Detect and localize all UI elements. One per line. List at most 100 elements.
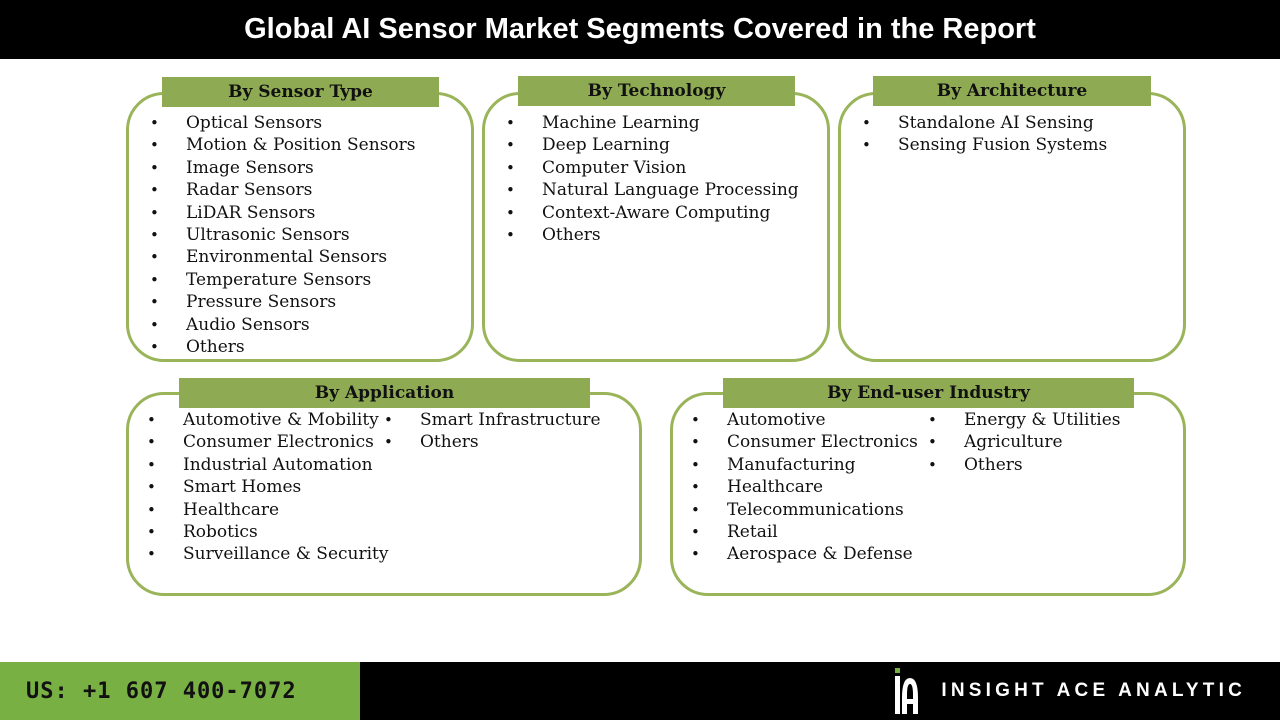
bullet-icon: • [150, 315, 159, 334]
bullet-icon: • [384, 411, 393, 429]
bullet-icon: • [147, 522, 156, 541]
bullet-icon: • [691, 411, 700, 429]
bullet-icon: • [147, 455, 156, 474]
bullet-icon: • [506, 181, 515, 200]
bullet-icon: • [506, 158, 515, 177]
list-item: • Consumer Electronics [691, 431, 918, 453]
list-item-label: Consumer Electronics [727, 432, 918, 453]
technology-box [482, 92, 830, 362]
brand-bar: INSIGHT ACE ANALYTIC [360, 662, 1280, 720]
ia-logo-icon [895, 668, 919, 714]
list-item: • Automotive [691, 409, 918, 431]
application-label: By Application [179, 378, 590, 408]
bullet-icon: • [928, 411, 937, 429]
list-item-label: Retail [727, 521, 778, 542]
list-item: •Robotics [147, 521, 388, 543]
bullet-icon: • [691, 545, 700, 564]
bullet-icon: • [506, 203, 515, 222]
technology-list: •Machine Learning•Deep Learning•Computer… [506, 112, 799, 246]
list-item: • Machine Learning [506, 112, 799, 134]
list-item-label: Others [186, 336, 245, 357]
list-item: •Surveillance & Security [147, 543, 388, 565]
list-item-label: Optical Sensors [186, 113, 323, 133]
bullet-icon: • [862, 114, 871, 132]
technology-label: By Technology [518, 76, 795, 106]
list-item-label: Consumer Electronics [183, 432, 374, 453]
list-item: •Others [928, 454, 1121, 476]
bullet-icon: • [150, 136, 159, 155]
bullet-icon: • [691, 433, 700, 452]
list-item: •Ultrasonic Sensors [150, 224, 416, 246]
list-item: • Computer Vision [506, 157, 799, 179]
list-item-label: Industrial Automation [183, 454, 373, 475]
list-item: • Retail [691, 521, 918, 543]
bullet-icon: • [384, 433, 393, 452]
list-item: •Automotive & Mobility [147, 409, 388, 431]
list-item-label: Others [420, 432, 479, 453]
list-item-label: Ultrasonic Sensors [186, 224, 350, 245]
list-item: • Others [384, 431, 601, 453]
phone-number: US: +1 607 400-7072 [0, 662, 360, 720]
list-item: • Image Sensors [150, 157, 416, 179]
application-list: •Automotive & Mobility•Consumer Electron… [147, 409, 388, 566]
list-item: •Sensing Fusion Systems [862, 134, 1107, 156]
list-item-label: Others [542, 224, 601, 245]
list-item-label: Machine Learning [542, 113, 700, 133]
brand-name: INSIGHT ACE ANALYTIC [941, 680, 1246, 701]
bullet-icon: • [147, 478, 156, 497]
list-item-label: Automotive [727, 410, 826, 430]
sensor-type-list: • Optical Sensors•Motion & Position Senso… [150, 112, 416, 358]
application-box [126, 392, 642, 596]
list-item-label: Standalone AI Sensing [898, 113, 1094, 133]
sensor-type-box [126, 92, 474, 362]
list-item-label: Computer Vision [542, 157, 687, 178]
list-item: • Smart Infrastructure [384, 409, 601, 431]
list-item: • Agriculture [928, 431, 1121, 453]
bullet-icon: • [506, 225, 515, 244]
list-item: • Others [150, 336, 416, 358]
bullet-icon: • [506, 114, 515, 132]
list-item-label: Surveillance & Security [183, 544, 389, 565]
list-item-label: Healthcare [183, 499, 280, 520]
list-item: •Consumer Electronics [147, 431, 388, 453]
end-user-box [670, 392, 1186, 596]
list-item-label: Smart Infrastructure [420, 410, 601, 430]
list-item: •Manufacturing [691, 454, 918, 476]
bullet-icon: • [928, 433, 937, 452]
list-item: • Others [506, 224, 799, 246]
end-user-label: By End-user Industry [723, 378, 1134, 408]
bullet-icon: • [150, 337, 159, 356]
list-item: • Aerospace & Defense [691, 543, 918, 565]
bullet-icon: • [862, 136, 871, 155]
list-item-label: LiDAR Sensors [186, 202, 316, 223]
architecture-label: By Architecture [873, 76, 1151, 106]
list-item-label: Healthcare [727, 477, 824, 498]
bullet-icon: • [928, 455, 937, 474]
list-item: •Motion & Position Sensors [150, 134, 416, 156]
list-item: •Environmental Sensors [150, 246, 416, 268]
bullet-icon: • [150, 158, 159, 177]
list-item: •Natural Language Processing [506, 179, 799, 201]
bullet-icon: • [150, 293, 159, 312]
list-item: •Telecommunications [691, 499, 918, 521]
list-item-label: Temperature Sensors [186, 269, 372, 290]
list-item: •Pressure Sensors [150, 291, 416, 313]
list-item-label: Context-Aware Computing [542, 202, 771, 223]
list-item-label: Smart Homes [183, 477, 302, 498]
bullet-icon: • [506, 136, 515, 155]
list-item-label: Image Sensors [186, 157, 314, 178]
list-item-label: Manufacturing [727, 454, 856, 475]
bullet-icon: • [150, 114, 159, 132]
bullet-icon: • [147, 500, 156, 519]
application-list-col2: • Smart Infrastructure • Others [384, 409, 601, 454]
bullet-icon: • [691, 522, 700, 541]
list-item-label: Agriculture [964, 432, 1063, 453]
list-item-label: Aerospace & Defense [727, 544, 913, 565]
bullet-icon: • [147, 411, 156, 429]
bullet-icon: • [691, 500, 700, 519]
list-item-label: Audio Sensors [186, 314, 310, 335]
bullet-icon: • [150, 203, 159, 222]
list-item: • Standalone AI Sensing [862, 112, 1107, 134]
list-item: •Healthcare [691, 476, 918, 498]
list-item: •Deep Learning [506, 134, 799, 156]
